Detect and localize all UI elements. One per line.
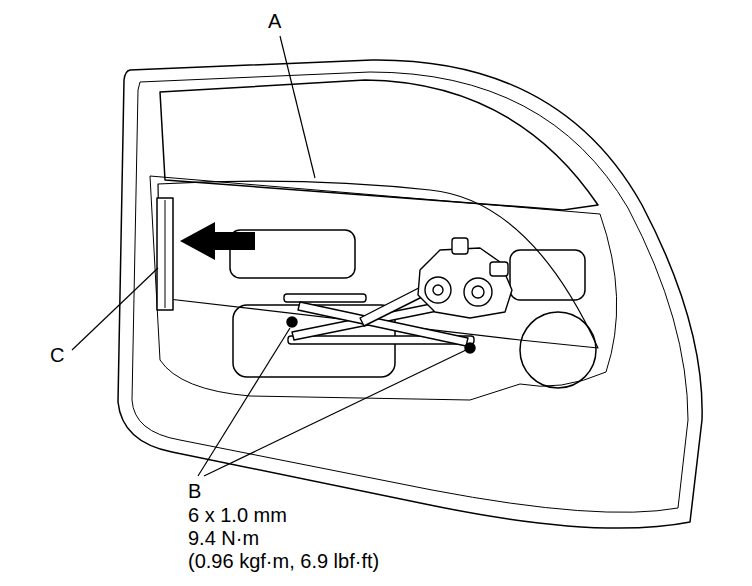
regulator-arm bbox=[360, 272, 456, 326]
speaker-hole bbox=[520, 312, 596, 388]
inner-panel bbox=[150, 176, 617, 400]
run-channel bbox=[157, 198, 173, 310]
part-letter: A bbox=[268, 10, 281, 32]
part-letter: B bbox=[188, 480, 201, 502]
direction-arrow bbox=[180, 222, 255, 260]
bolt bbox=[465, 343, 475, 353]
leader-line bbox=[204, 350, 466, 476]
bolt bbox=[287, 317, 297, 327]
torque-value: (0.96 kgf·m, 6.9 lbf·ft) bbox=[188, 550, 379, 572]
leader-line bbox=[198, 328, 290, 476]
door-inner-line bbox=[132, 72, 688, 512]
window-frame bbox=[160, 80, 598, 210]
part-letter: C bbox=[50, 344, 64, 366]
regulator-rail bbox=[284, 294, 366, 302]
leader-line bbox=[72, 268, 158, 350]
door-outline bbox=[118, 60, 702, 528]
leader-line bbox=[280, 36, 315, 178]
regulator-motor bbox=[418, 248, 512, 318]
service-hole bbox=[510, 250, 585, 300]
bolt-size: 6 x 1.0 mm bbox=[188, 504, 287, 526]
torque-value: 9.4 N·m bbox=[188, 527, 259, 549]
